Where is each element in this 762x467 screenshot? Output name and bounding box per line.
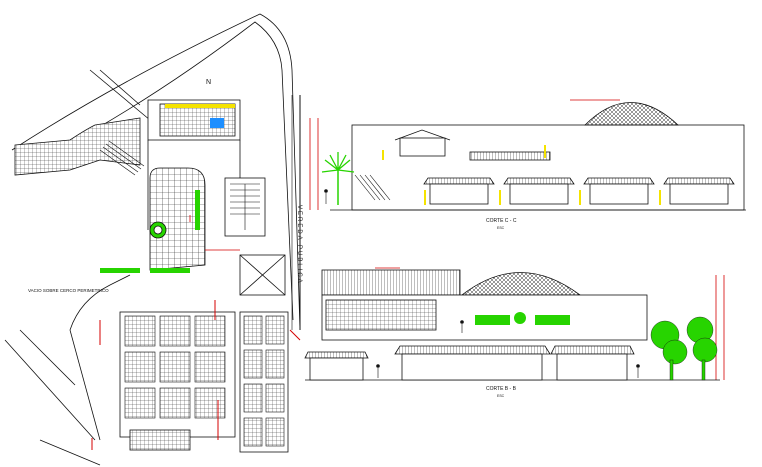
market-stalls-c [423, 177, 735, 205]
section-c-title: CORTE C - C [486, 218, 517, 224]
section-b-scale: ESC [497, 394, 505, 398]
section-c-scale: ESC [497, 226, 505, 230]
street-label: VEREDA PUBLICA [296, 205, 302, 285]
dome-c [584, 102, 680, 126]
person-icon [324, 189, 640, 378]
north-label: N [206, 79, 211, 86]
left-label: VACIO SOBRE CERCO PERIMETRICO [28, 288, 109, 293]
section-c-c [309, 99, 746, 211]
tree-icon [650, 316, 718, 381]
site-boundary-curve [11, 13, 301, 331]
section-b-b [304, 267, 725, 381]
dome-b [460, 272, 582, 296]
section-b-title: CORTE B - B [486, 386, 517, 392]
palm-tree-icon [321, 152, 355, 205]
lower-block-cells [124, 315, 226, 419]
market-stalls-b [304, 345, 635, 381]
site-plan [4, 13, 301, 466]
central-courtyard [149, 167, 206, 271]
plaza-hatched [14, 117, 141, 176]
